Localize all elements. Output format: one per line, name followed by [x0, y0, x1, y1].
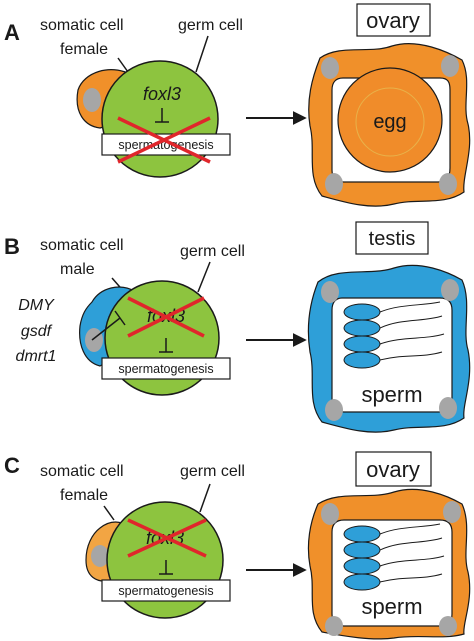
sperm-tail	[379, 523, 441, 535]
cross-line-2	[127, 518, 207, 558]
panel-a: A somatic cell female germ cell foxl3 sp…	[4, 3, 471, 207]
sertoli-nucleus	[439, 397, 457, 419]
sperm-tail	[379, 573, 443, 583]
organ-label: ovary	[366, 8, 420, 33]
somatic-nucleus	[85, 328, 103, 352]
germ-cell-label: germ cell	[180, 463, 245, 480]
sperm-head	[343, 351, 381, 369]
sertoli-nucleus	[441, 279, 459, 301]
organ-label: testis	[369, 228, 416, 250]
organ-label-box	[356, 3, 431, 37]
sertoli-nucleus	[321, 281, 339, 303]
panel-letter: C	[4, 453, 20, 478]
process-box	[101, 133, 231, 156]
sperm-tail	[379, 301, 441, 313]
gamete-label: sperm	[361, 594, 422, 619]
follicle-nucleus	[439, 173, 457, 195]
organ-label-box	[355, 221, 429, 255]
repression-line	[91, 317, 121, 341]
sex-label: female	[60, 41, 108, 58]
sperm-group	[343, 301, 445, 369]
gene-label: foxl3	[143, 84, 181, 104]
cross-line-2	[127, 296, 205, 338]
process-label: spermatogenesis	[118, 584, 213, 598]
panel-letter: B	[4, 234, 20, 259]
follicle-nucleus	[443, 501, 461, 523]
panel-c: C somatic cell female germ cell foxl3 sp…	[4, 451, 471, 640]
sperm-head	[343, 573, 381, 591]
regulator-label: dmrt1	[16, 348, 57, 365]
follicle-nucleus	[321, 503, 339, 525]
germ-leader-line	[199, 483, 211, 513]
egg	[337, 67, 443, 173]
germ-leader-line	[195, 35, 209, 73]
panel-letter: A	[4, 20, 20, 45]
follicle-nucleus	[325, 616, 343, 636]
somatic-cell-label: somatic cell	[40, 237, 124, 254]
cross-line-2	[117, 116, 211, 164]
process-box	[101, 357, 231, 380]
germ-cell-label: germ cell	[180, 243, 245, 260]
sperm-head	[343, 525, 381, 543]
regulator-label: DMY	[18, 297, 55, 314]
sperm-head	[343, 335, 381, 353]
sperm-head	[343, 303, 381, 321]
sperm-tail	[379, 537, 443, 551]
sertoli-nucleus	[325, 399, 343, 421]
sex-label: male	[60, 261, 95, 278]
process-label: spermatogenesis	[118, 362, 213, 376]
sperm-head	[343, 557, 381, 575]
egg-inner	[355, 87, 425, 157]
regulator-label: gsdf	[21, 323, 53, 340]
somatic-cell-label: somatic cell	[40, 17, 124, 34]
follicle-nucleus	[325, 173, 343, 195]
germ-leader-line	[197, 261, 211, 293]
gamete-label: egg	[373, 111, 406, 133]
somatic-nucleus	[83, 88, 101, 112]
sperm-tail	[379, 333, 445, 345]
sperm-tail	[379, 315, 443, 329]
somatic-nucleus	[91, 545, 109, 567]
sperm-head	[343, 319, 381, 337]
follicle-nucleus	[439, 616, 457, 636]
somatic-cell-label: somatic cell	[40, 463, 124, 480]
repression-bar	[114, 310, 126, 326]
sperm-tail	[379, 351, 443, 361]
follicle-nucleus	[441, 55, 459, 77]
organ-label-box	[355, 451, 432, 487]
somatic-leader-line	[117, 57, 129, 73]
organ-label: ovary	[366, 457, 420, 482]
sperm-group	[343, 523, 445, 591]
somatic-leader-line	[103, 505, 115, 521]
germ-cell-label: germ cell	[178, 17, 243, 34]
sex-label: female	[60, 487, 108, 504]
process-box	[101, 579, 231, 602]
gamete-label: sperm	[361, 382, 422, 407]
sperm-tail	[379, 555, 445, 567]
sperm-head	[343, 541, 381, 559]
follicle-nucleus	[321, 57, 339, 79]
panel-b: B somatic cell male germ cell DMY gsdf d…	[4, 221, 471, 433]
